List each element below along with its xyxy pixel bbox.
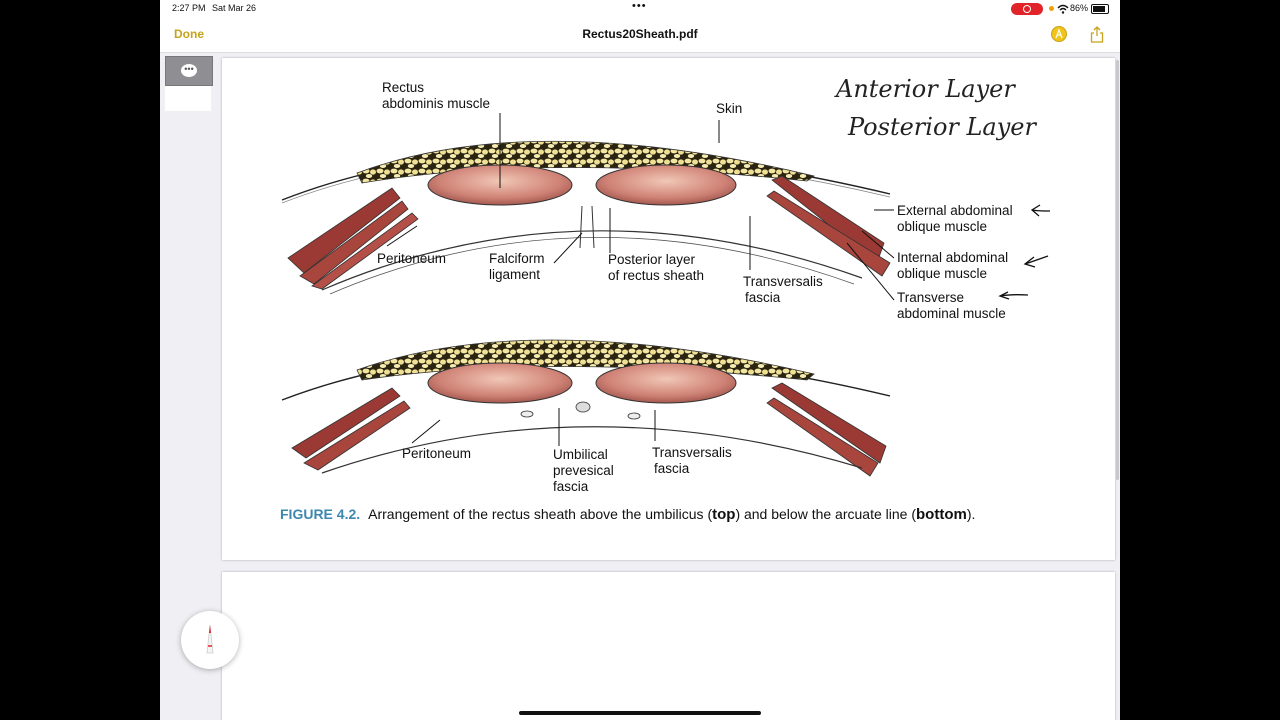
status-date: Sat Mar 26 [212,3,257,13]
status-time: 2:27 PM [172,3,206,13]
navigation-bar: Done Rectus20Sheath.pdf [160,18,1120,53]
figure-number: FIGURE 4.2. [280,506,361,522]
label-umbilical-line3: fascia [553,479,589,494]
pdf-page-next [222,572,1115,720]
label-transverse: Transverse [897,290,965,305]
rectus-muscle-left-bottom [427,362,573,404]
label-rectus-line2: abdominis muscle [382,96,491,111]
handwritten-note-posterior: Posterior Layer [848,113,1036,141]
handwritten-note-anterior: Anterior Layer [836,75,1015,103]
status-bar: 2:27 PM Sat Mar 26 ••• 86% [160,0,1120,18]
more-options-icon[interactable]: ••• [181,64,197,77]
page-thumbnail[interactable]: ••• [165,56,213,86]
label-transversalis-top-line2: fascia [745,290,781,305]
page-thumbnail-blank[interactable] [165,86,211,111]
battery-icon [1091,4,1109,14]
mic-indicator-icon [1049,6,1054,11]
label-falciform: Falciform [489,251,545,266]
pencil-icon [206,624,214,654]
label-internal-oblique-line2: oblique muscle [897,266,988,281]
label-posterior-layer: Posterior layer [608,252,696,267]
bottom-diagram [281,339,891,477]
done-button[interactable]: Done [174,27,204,41]
label-umbilical: Umbilical [553,447,608,462]
home-indicator[interactable] [519,711,761,715]
label-transversalis-bottom-line2: fascia [654,461,690,476]
label-skin: Skin [716,101,743,116]
label-umbilical-line2: prevesical [553,463,614,478]
document-title: Rectus20Sheath.pdf [582,27,698,41]
label-internal-oblique: Internal abdominal [897,250,1009,265]
pencil-tool-button[interactable] [181,611,239,669]
top-leader-lines [386,113,895,301]
label-transversalis-top: Transversalis [743,274,823,289]
label-transversalis-bottom: Transversalis [652,445,732,460]
label-rectus: Rectus [382,80,425,95]
handwritten-arrows [998,204,1051,300]
rectus-muscle-right-top [595,164,737,206]
label-transverse-line2: abdominal muscle [897,306,1006,321]
multitasking-dots-icon[interactable]: ••• [632,0,647,12]
figure-caption: FIGURE 4.2.Arrangement of the rectus she… [280,506,976,523]
rectus-sheath-diagram [281,113,1051,477]
page-thumbnail-sidebar: ••• [160,53,220,720]
ipad-screen: 2:27 PM Sat Mar 26 ••• 86% Done Rectus20… [160,0,1120,720]
label-falciform-line2: ligament [489,267,541,282]
subcutaneous-fat-bottom [356,339,815,381]
scroll-indicator[interactable] [1116,60,1119,480]
label-peritoneum-top: Peritoneum [377,251,447,266]
label-external-oblique-line2: oblique muscle [897,219,988,234]
top-diagram [281,140,891,295]
rectus-muscle-right-bottom [595,362,737,404]
markup-pen-icon[interactable] [1051,26,1067,42]
wifi-icon [1057,4,1069,14]
label-peritoneum-bottom: Peritoneum [402,446,472,461]
share-icon[interactable] [1090,26,1104,43]
pdf-page: Rectus abdominis muscle Skin External ab… [222,58,1115,560]
label-posterior-layer-line2: of rectus sheath [608,268,705,283]
screen-recording-icon[interactable] [1011,3,1043,15]
label-external-oblique: External abdominal [897,203,1013,218]
bottom-leader-lines [411,408,656,446]
battery-percent: 86% [1070,3,1089,13]
subcutaneous-fat-top [356,140,815,184]
